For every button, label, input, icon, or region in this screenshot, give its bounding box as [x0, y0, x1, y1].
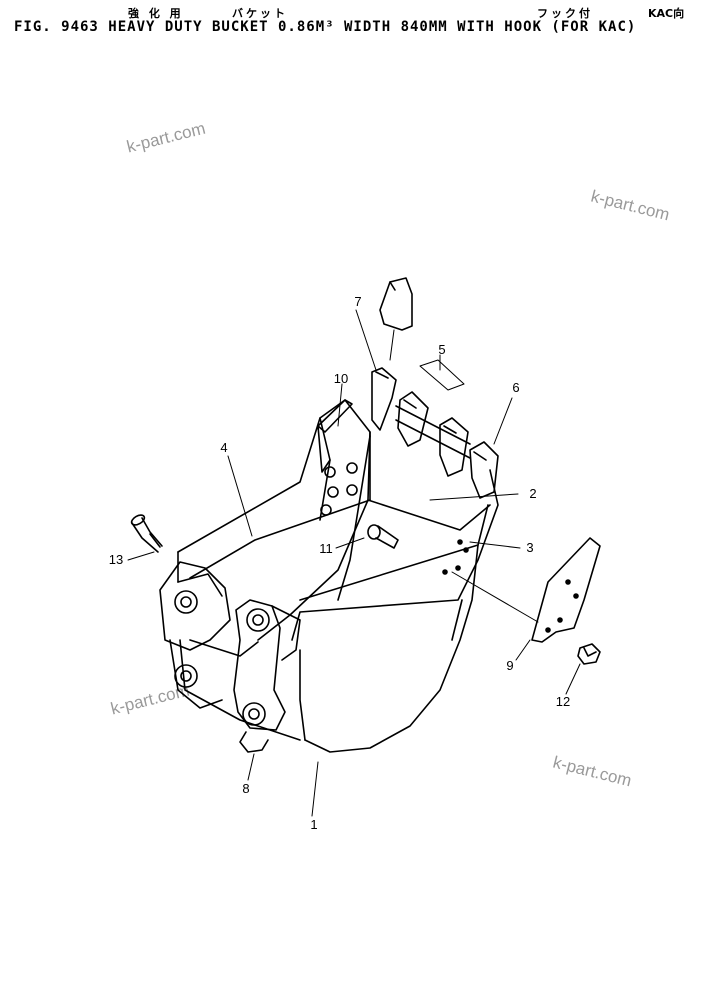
leader-lines: [127, 309, 581, 817]
mounting-holes: [320, 462, 469, 575]
callout-11: 11: [319, 541, 333, 556]
callout-2: 2: [529, 486, 536, 501]
bolt-13: [130, 514, 163, 553]
jp-bucket-label: バケット: [232, 7, 288, 20]
callout-6: 6: [512, 380, 519, 395]
jp-with-hook-label: フック付: [537, 7, 593, 20]
callout-1: 1: [310, 817, 317, 832]
callout-8: 8: [242, 781, 249, 796]
bucket-teeth: [371, 367, 499, 499]
tooth-point-edge: [389, 281, 396, 291]
wear-strip-10: [317, 399, 353, 473]
figure-title: FIG. 9463 HEAVY DUTY BUCKET 0.86M³ WIDTH…: [14, 19, 637, 35]
callout-13: 13: [109, 552, 123, 567]
callout-3: 3: [526, 540, 533, 555]
callout-4: 4: [220, 440, 227, 455]
side-cutter-9: [531, 537, 601, 643]
callout-5: 5: [438, 342, 445, 357]
callout-12: 12: [556, 694, 570, 709]
hinge-bracket: [159, 561, 301, 753]
bucket-body: [177, 399, 499, 753]
callout-10: 10: [334, 371, 348, 386]
callout-9: 9: [506, 658, 513, 673]
bolt-11: [367, 524, 399, 549]
nut-12: [577, 643, 601, 665]
jp-heavy-duty-label: 強 化 用: [128, 7, 184, 20]
tooth-point-7: [379, 277, 413, 331]
jp-for-kac-label: KAC向: [648, 7, 685, 20]
callout-7: 7: [354, 294, 361, 309]
side-plate-5: [419, 359, 465, 391]
